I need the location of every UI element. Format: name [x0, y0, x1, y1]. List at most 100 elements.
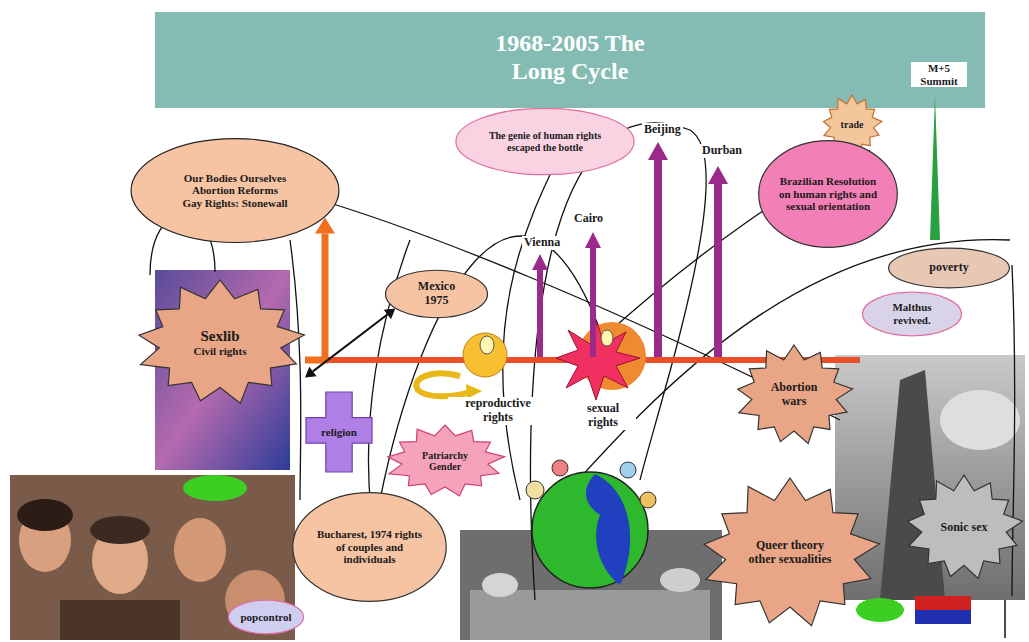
starburst-node: SexlibCivil rights: [135, 280, 305, 405]
node-text: Our Bodies Ourselves Abortion Reforms Ga…: [181, 172, 288, 210]
ellipse-shape: [228, 600, 303, 634]
node-text-box: Abortion wars: [763, 372, 824, 418]
arrowhead: [384, 308, 396, 319]
curve: [290, 240, 301, 500]
node-text: Queer theory other sexualities: [743, 539, 837, 567]
node-text: Sonic sex: [940, 521, 987, 535]
label-text: M+5 Summit: [911, 62, 967, 87]
crowd-photo: [10, 475, 295, 640]
ellipse-shape: [863, 292, 962, 336]
ellipse-shape: [889, 248, 1010, 288]
label-text: Vienna: [522, 236, 562, 250]
hair: [90, 516, 150, 544]
label-text: Durban: [700, 144, 744, 158]
starburst-node: Queer theory other sexualities: [700, 478, 880, 628]
arrowhead: [305, 367, 317, 378]
starburst-shape: [388, 425, 505, 496]
node-text-box: Mexico 1975: [411, 278, 463, 311]
green-blob: [183, 475, 247, 501]
curve: [380, 236, 600, 500]
node-text-box: Sonic sex: [933, 503, 994, 551]
ellipse-shape: [759, 141, 898, 248]
purple-arrow: [537, 268, 543, 357]
lightbulb: [601, 330, 613, 346]
node-text-box: SexlibCivil rights: [176, 314, 264, 372]
starburst-shape: [704, 478, 879, 626]
crowd: [470, 590, 710, 640]
node-text-box: poverty: [905, 254, 993, 281]
node-text: Malthus revived.: [876, 301, 948, 326]
purple-arrow: [590, 246, 596, 357]
globe: [532, 472, 648, 588]
ellipse-shape: [293, 493, 446, 602]
node-text: Civil rights: [194, 345, 247, 358]
ellipse-node: Bucharest, 1974 rights of couples and in…: [292, 492, 447, 602]
node-text-box: Brazilian Resolution on human rights and…: [778, 157, 879, 230]
pole: [1004, 600, 1006, 638]
label-text: Cairo: [572, 212, 605, 226]
ellipse-node: The genie of human rights escaped the bo…: [455, 108, 635, 175]
yellow-disc: [463, 333, 507, 377]
node-text-box: Malthus revived.: [876, 299, 948, 329]
connector: [305, 308, 395, 377]
figure: [482, 573, 518, 597]
starburst-node: Abortion wars: [735, 345, 853, 445]
ocean: [586, 474, 630, 585]
node-text-box: trade: [834, 113, 870, 137]
node-text-box: popcontrol: [236, 603, 297, 630]
hair: [17, 499, 73, 531]
figure: [552, 460, 568, 476]
starburst-shape: [139, 280, 304, 403]
ellipse-shape: [131, 139, 339, 243]
spike: [930, 95, 940, 240]
title-band: [155, 12, 985, 108]
ellipse-node: Mexico 1975: [385, 270, 488, 318]
lightbulb: [480, 336, 494, 354]
starburst-node: Sonic sex: [905, 475, 1023, 580]
label-text: Beijing: [642, 123, 683, 137]
node-text-box: The genie of human rights escaped the bo…: [480, 119, 610, 165]
figure: [620, 462, 636, 478]
connector-line: [305, 234, 325, 361]
node-text: religion: [321, 426, 357, 439]
connector-line: [313, 315, 388, 372]
crowd: [60, 600, 180, 640]
ellipse-node: poverty: [888, 248, 1010, 288]
label-text: reproductive rights: [448, 397, 548, 425]
flag: [915, 596, 971, 610]
tower: [880, 370, 945, 600]
node-text-box: Our Bodies Ourselves Abortion Reforms Ga…: [181, 154, 288, 228]
starburst-shape: [738, 345, 853, 444]
face: [174, 518, 226, 582]
node-text: Mexico 1975: [411, 280, 463, 308]
purple-arrow: [654, 158, 662, 357]
title-text: 1968-2005 The Long Cycle: [485, 30, 655, 85]
cloud: [940, 390, 1020, 450]
curve: [560, 240, 1010, 500]
curly-arrow: [416, 373, 470, 396]
node-text: Sexlib: [200, 328, 239, 345]
ellipse-node: Malthus revived.: [862, 292, 962, 336]
red-star: [556, 322, 640, 400]
node-text: Bucharest, 1974 rights of couples and in…: [314, 528, 426, 566]
arrowhead: [532, 254, 548, 270]
cross-node: religion: [306, 392, 372, 472]
green-blob: [856, 598, 904, 622]
figure: [640, 492, 656, 508]
node-text: popcontrol: [240, 611, 291, 624]
starburst-node: Patriarchy Gender: [385, 425, 505, 497]
label-text: sexual rights: [570, 402, 636, 430]
node-text-box: Queer theory other sexualities: [743, 519, 837, 588]
connector: [305, 218, 335, 361]
ellipse-node: Our Bodies Ourselves Abortion Reforms Ga…: [130, 138, 340, 243]
node-text: trade: [841, 119, 864, 131]
cross-shape: [306, 392, 372, 472]
figure: [660, 568, 700, 592]
purple-arrow: [714, 182, 722, 357]
ellipse-node: popcontrol: [228, 600, 304, 634]
arrowhead: [708, 166, 728, 184]
ellipse-shape: [386, 270, 488, 318]
flag: [915, 610, 971, 624]
ellipse-node: Brazilian Resolution on human rights and…: [758, 140, 898, 248]
